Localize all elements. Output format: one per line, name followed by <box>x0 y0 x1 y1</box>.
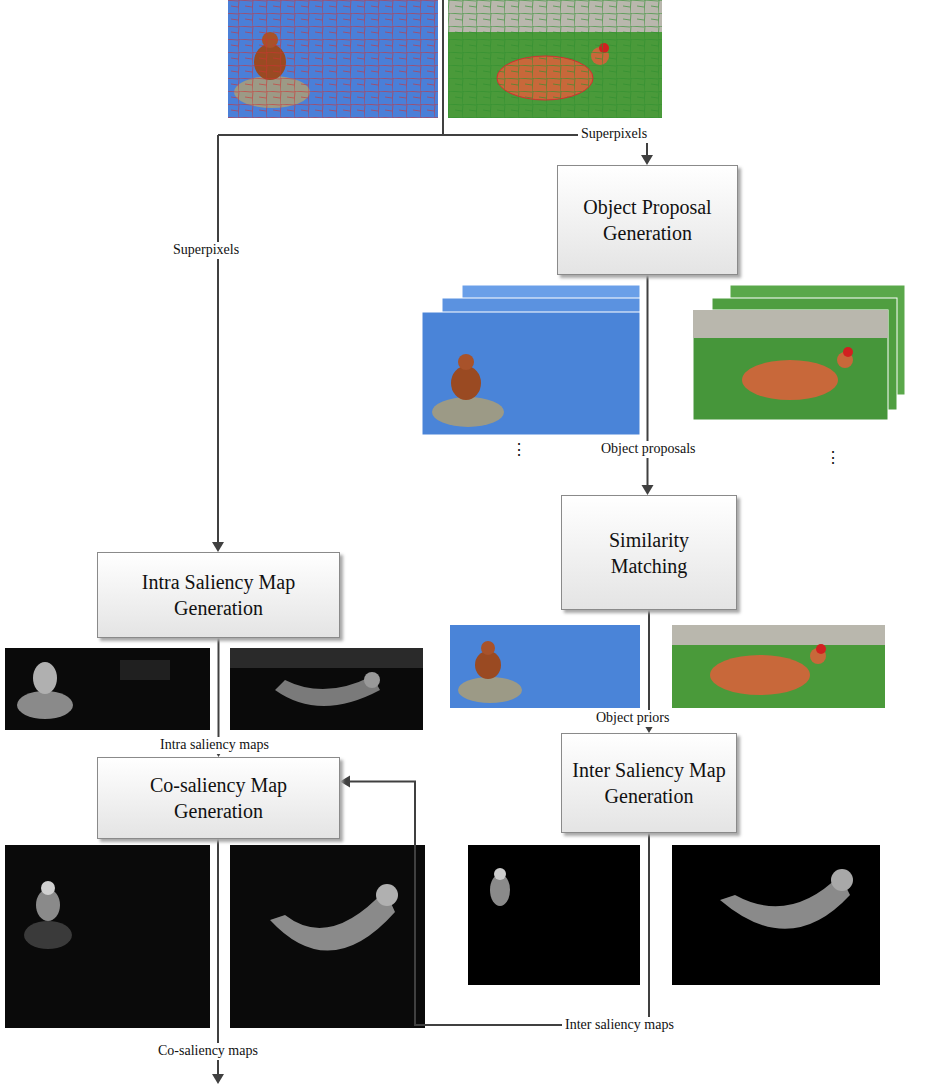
arrow-head <box>212 1074 224 1084</box>
ellipsis-mark: ⋮ <box>508 440 530 459</box>
saliency-map <box>230 648 423 730</box>
arrow-head <box>641 155 653 165</box>
flow-arrow <box>642 275 654 495</box>
process-box: Co-saliency Map Generation <box>97 757 340 839</box>
arrow-head <box>642 485 654 495</box>
saliency-map <box>468 845 640 985</box>
process-box: Intra Saliency Map Generation <box>97 552 340 638</box>
box-text: Object Proposal Generation <box>568 194 727 246</box>
flow-label: Co-saliency maps <box>155 1043 261 1060</box>
saliency-map <box>672 845 880 985</box>
edge-label: Inter saliency maps <box>562 1017 677 1034</box>
arrow-head <box>212 542 224 552</box>
box-text: Co-saliency Map Generation <box>108 772 329 824</box>
saliency-map <box>230 845 425 1028</box>
edge-label: Object priors <box>593 710 672 727</box>
ellipsis-mark: ⋮ <box>822 448 844 467</box>
object-prior-image <box>450 625 640 708</box>
box-text: Inter Saliency Map Generation <box>572 757 726 809</box>
edge-label: Object proposals <box>598 441 698 458</box>
flow-line <box>648 610 650 723</box>
input-image <box>228 0 438 118</box>
process-box: Inter Saliency Map Generation <box>561 733 737 833</box>
process-box: Similarity Matching <box>561 495 737 610</box>
box-text: Intra Saliency Map Generation <box>108 569 329 621</box>
saliency-map <box>5 648 210 730</box>
flow-label: Superpixels <box>170 242 242 259</box>
flow-line <box>218 638 220 747</box>
process-box: Object Proposal Generation <box>557 165 738 275</box>
flow-label: Superpixels <box>578 126 650 143</box>
box-text: Similarity Matching <box>572 527 726 579</box>
proposal-stack <box>693 285 905 420</box>
saliency-map <box>5 845 210 1028</box>
edge-label: Intra saliency maps <box>157 737 272 754</box>
object-prior-image <box>672 625 885 708</box>
output-line <box>217 839 219 1074</box>
input-image <box>448 0 662 118</box>
proposal-stack <box>422 285 640 435</box>
arrow-head <box>340 776 350 788</box>
